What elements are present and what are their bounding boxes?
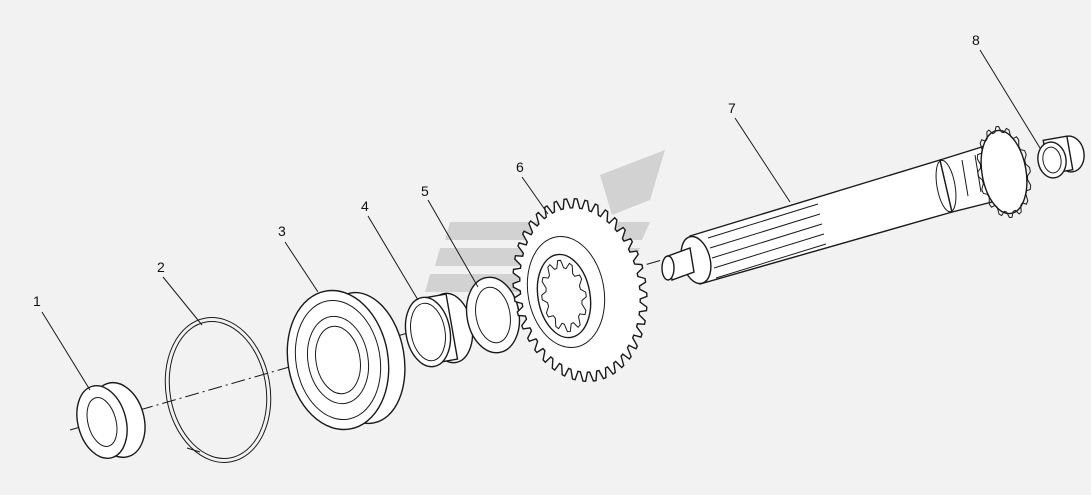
leader-lines [41,49,1041,391]
leader-7 [734,117,791,203]
callout-7: 7 [728,100,736,116]
leader-2 [162,276,203,326]
leader-4 [367,215,419,301]
part-7-shaft [661,125,1032,285]
leader-1 [41,311,91,391]
part-3-bearing [286,289,406,431]
callout-3: 3 [278,223,286,239]
part-6-gear [512,197,648,383]
part-1-bushing [76,381,146,459]
callout-6: 6 [516,159,524,175]
leader-5 [427,199,479,288]
callout-2: 2 [157,259,165,275]
callout-1: 1 [33,293,41,309]
callout-5: 5 [421,183,429,199]
callout-4: 4 [361,198,369,214]
part-4-sleeve [404,292,474,368]
leader-6 [521,176,549,215]
part-2-snap-ring [164,317,272,463]
part-8-bushing [1037,135,1085,179]
leader-8 [979,49,1041,149]
callout-8: 8 [972,32,980,48]
leader-3 [284,241,319,293]
